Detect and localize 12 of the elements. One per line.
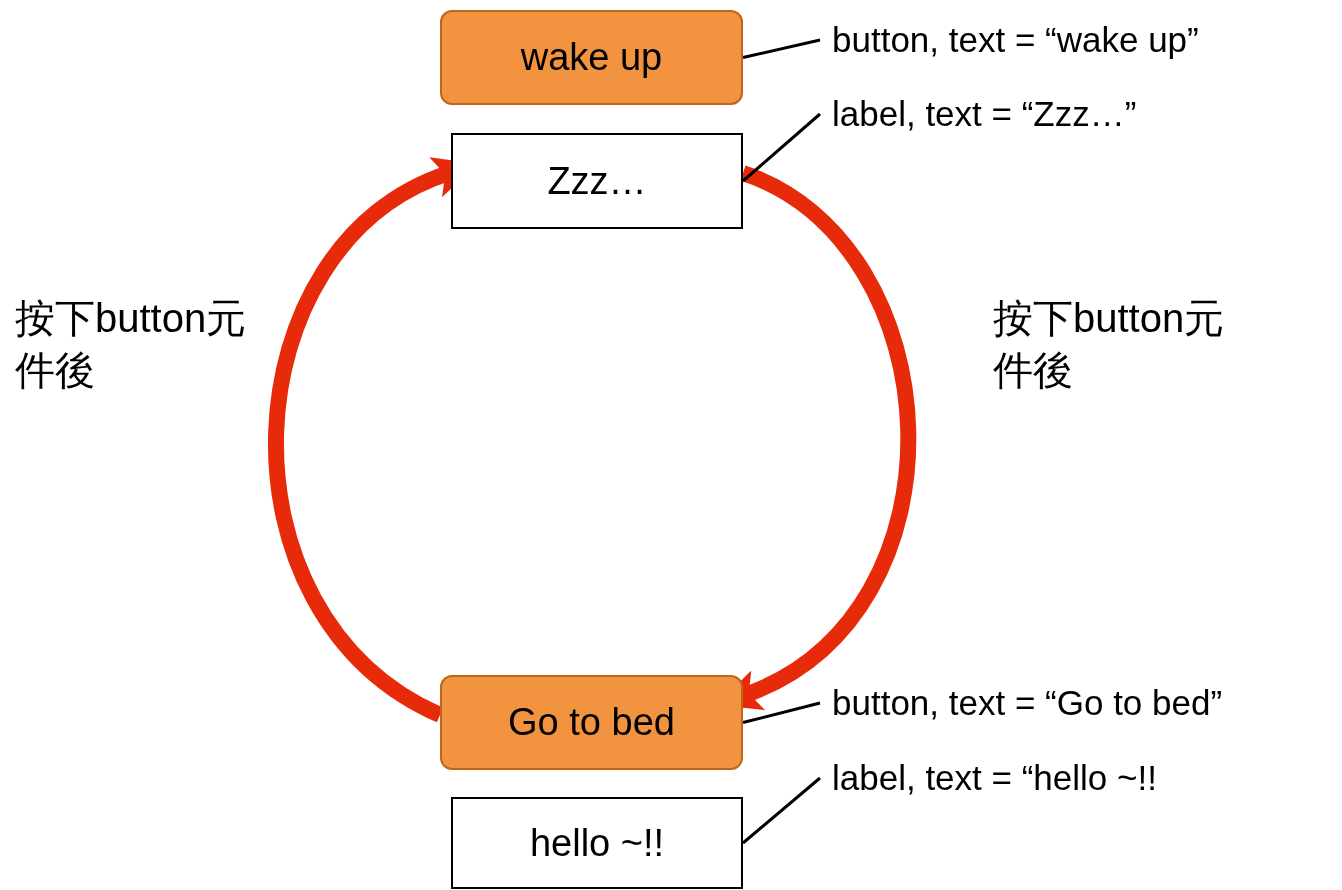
annotation-text: label, text = “Zzz…” [812, 88, 1337, 140]
leader-line [742, 701, 821, 724]
label-box: hello ~!! [451, 797, 743, 889]
annotation-text: button, text = “wake up” [812, 14, 1337, 66]
button-box: Go to bed [440, 675, 743, 770]
leader-line [742, 38, 821, 59]
leader-line [742, 112, 821, 183]
annotation-text: button, text = “Go to bed” [812, 677, 1337, 729]
leader-line [742, 776, 821, 845]
annotation-text: label, text = “hello ~!! [812, 752, 1337, 804]
button-box: wake up [440, 10, 743, 105]
label-box: Zzz… [451, 133, 743, 229]
